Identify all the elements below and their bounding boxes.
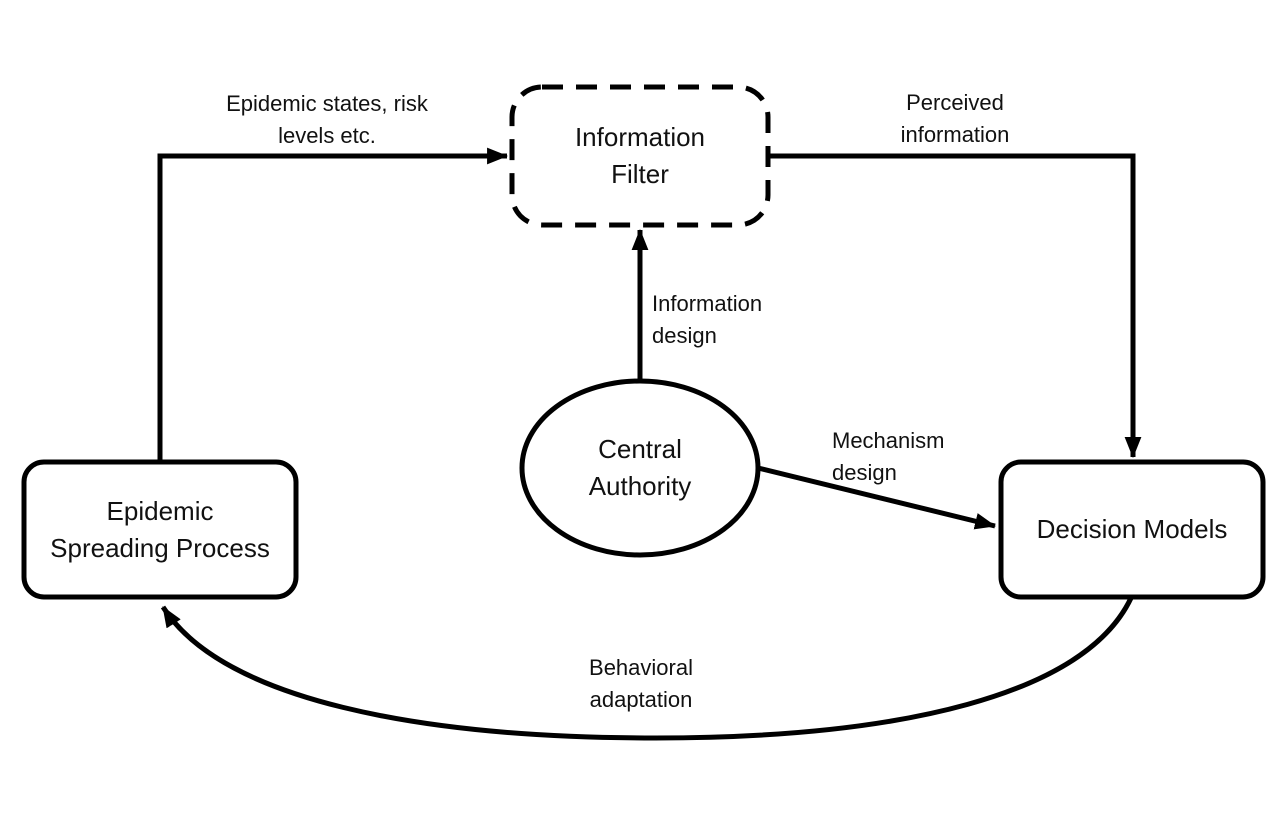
- edge-filter-to-decision-arrow: [768, 153, 1142, 459]
- node-decision-models-label: Decision Models: [1036, 514, 1228, 544]
- edge-decision-to-epidemic-label: Behavioral adaptation: [589, 655, 693, 712]
- edge-epidemic-to-filter-label: Epidemic states, risk levels etc.: [226, 91, 428, 148]
- edge-epidemic-to-filter-arrow: [157, 147, 509, 462]
- node-decision-models-box: [998, 459, 1266, 600]
- node-central-authority-label: Central Authority: [588, 434, 692, 501]
- node-information-filter-label: Information Filter: [574, 122, 706, 189]
- edge-decision-to-epidemic-arrow: [160, 596, 1134, 741]
- edge-authority-to-decision-arrow: [757, 465, 997, 530]
- node-epidemic-spreading-process-label: Epidemic Spreading Process: [50, 495, 270, 563]
- edge-authority-to-filter-label: Information design: [652, 291, 763, 348]
- edge-filter-to-decision-label: Perceived information: [900, 90, 1010, 147]
- edge-authority-to-decision-label: Mechanism design: [832, 428, 945, 485]
